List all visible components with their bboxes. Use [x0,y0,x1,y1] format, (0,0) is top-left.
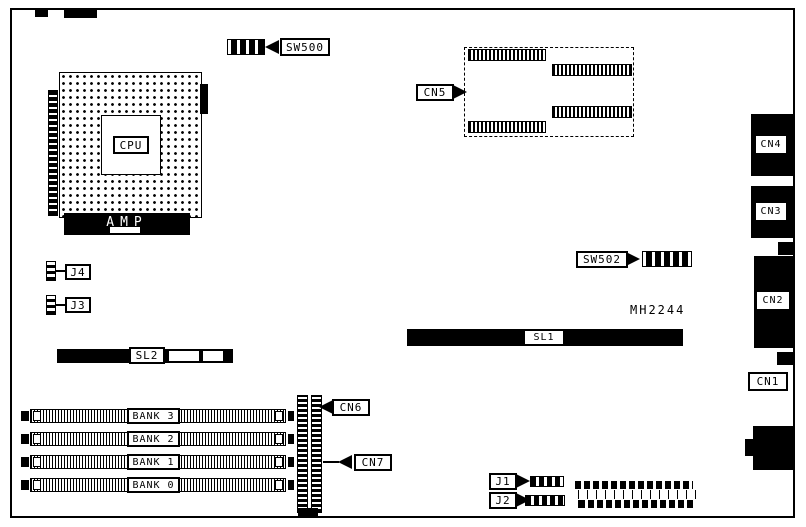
cn5-header-3 [552,106,632,118]
cn1-port [777,352,793,365]
cn6-arrow-icon [319,400,333,414]
top-edge-connector-1 [35,8,48,17]
bottom-edge-connector [298,508,318,516]
cn7-leader-line [323,461,339,463]
j1-arrow-icon [516,474,530,488]
sw500-arrow-icon [265,40,279,54]
cpu-label: CPU [113,136,149,154]
bank2-end-connector [21,434,29,444]
cn1-label: CN1 [748,372,788,391]
bank0-end-connector [21,480,29,490]
j1-connector [530,476,564,487]
cn3-label: CN3 [756,203,786,220]
right-edge-connector [778,242,793,255]
sw500-dip-switch [227,39,265,55]
audio-port-notch [745,439,755,456]
bank3-end-connector-right [288,411,294,421]
bank2-label: BANK 2 [127,431,180,447]
sw500-label: SW500 [280,38,330,56]
bottom-pin-header [575,481,696,508]
cn5-header-4 [468,121,546,133]
cn7-label: CN7 [354,454,392,471]
part-number: MH2244 [630,303,686,317]
amp-connector-slot [110,227,140,233]
j2-label: J2 [489,492,517,509]
top-edge-connector-2 [64,8,97,18]
cn5-header-2 [552,64,632,76]
amp-label: AMP [106,215,148,230]
sl1-slot: SL1 [407,329,683,346]
j1-label: J1 [489,473,517,490]
cn4-label: CN4 [756,136,786,153]
bank1-label: BANK 1 [127,454,180,470]
sl2-label: SL2 [129,347,165,364]
cn5-header-1 [468,49,546,61]
cpu-socket-left-connector [48,90,58,216]
j4-label: J4 [65,264,91,280]
j3-connector [46,295,56,315]
sl2-slot-segment-2 [203,351,223,361]
amp-connector: AMP [64,213,190,235]
motherboard-outline: SW500 CPU AMP J4 J3 SL2 [10,8,795,518]
audio-port [753,426,793,470]
pin-ticks [578,490,696,499]
pin-row-bottom [575,500,693,508]
cn7-arrow-icon [338,455,352,469]
cn2-port: CN2 [754,256,793,348]
sw502-arrow-icon [626,252,640,266]
bank0-label: BANK 0 [127,477,180,493]
cn5-label: CN5 [416,84,454,101]
bank3-end-connector [21,411,29,421]
cpu-socket-center: CPU [101,115,161,175]
j3-leader-line [56,304,65,306]
bank1-end-connector-right [288,457,294,467]
sw502-label: SW502 [576,251,628,268]
cn6-header-strip-1 [297,395,308,513]
sl2-slot-segment-1 [169,351,199,361]
pin-row-top [575,481,693,489]
cn3-port: CN3 [751,186,793,238]
cpu-socket: CPU [59,72,202,218]
bank1-end-connector [21,457,29,467]
bank3-label: BANK 3 [127,408,180,424]
cn2-label: CN2 [757,292,789,309]
bank0-end-connector-right [288,480,294,490]
j4-connector [46,261,56,281]
j3-label: J3 [65,297,91,313]
cpu-right-connector [200,84,208,114]
sw502-dip-switch [642,251,692,267]
cn4-port: CN4 [751,114,793,176]
j2-connector [525,495,565,506]
j4-leader-line [56,270,65,272]
cn6-label: CN6 [332,399,370,416]
cn5-arrow-icon [453,85,467,99]
bank2-end-connector-right [288,434,294,444]
sl1-label: SL1 [525,331,563,344]
